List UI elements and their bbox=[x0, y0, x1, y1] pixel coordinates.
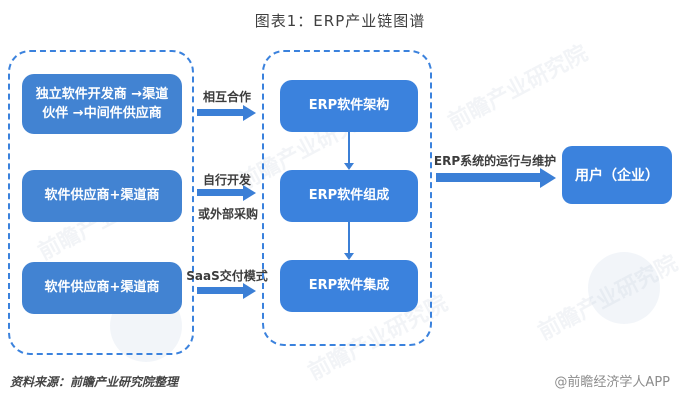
flow-arrow-1 bbox=[197, 109, 243, 116]
watermark-text: 前瞻产业研究院 bbox=[534, 251, 680, 346]
output-arrow bbox=[436, 173, 540, 182]
flow-label-self-develop: 自行开发 bbox=[202, 173, 251, 187]
connector-arrow-1 bbox=[348, 132, 350, 163]
source-note: 资料来源：前瞻产业研究院整理 bbox=[10, 375, 179, 389]
flow-arrow-3 bbox=[197, 287, 243, 294]
erp-software-group: ERP软件架构 ERP软件组成 ERP软件集成 bbox=[262, 50, 432, 346]
output-arrow-label: ERP系统的运行与维护 bbox=[433, 154, 557, 168]
erp-box-composition: ERP软件组成 bbox=[280, 170, 418, 222]
page-title: 图表1：ERP产业链图谱 bbox=[254, 12, 426, 30]
supplier-box-vendor-channel-1: 软件供应商+渠道商 bbox=[22, 170, 182, 222]
flow-label-saas: SaaS交付模式 bbox=[186, 269, 268, 283]
erp-box-architecture: ERP软件架构 bbox=[280, 80, 418, 132]
erp-box-integration: ERP软件集成 bbox=[280, 260, 418, 312]
supplier-group: 独立软件开发商 →渠道伙伴 →中间件供应商 软件供应商+渠道商 软件供应商+渠道… bbox=[8, 50, 194, 355]
watermark-text: 前瞻产业研究院 bbox=[444, 41, 593, 136]
flow-arrow-2 bbox=[197, 189, 243, 196]
flow-label-cooperation: 相互合作 bbox=[202, 90, 251, 104]
credit-note: @前瞻经济学人APP bbox=[554, 375, 670, 390]
flow-label-external-purchase: 或外部采购 bbox=[197, 207, 258, 221]
user-enterprise-box: 用户（企业） bbox=[562, 146, 672, 204]
supplier-box-isv-chain: 独立软件开发商 →渠道伙伴 →中间件供应商 bbox=[22, 74, 182, 134]
watermark-logo-circle bbox=[588, 252, 660, 324]
supplier-box-vendor-channel-2: 软件供应商+渠道商 bbox=[22, 262, 182, 314]
connector-arrow-2 bbox=[348, 222, 350, 253]
